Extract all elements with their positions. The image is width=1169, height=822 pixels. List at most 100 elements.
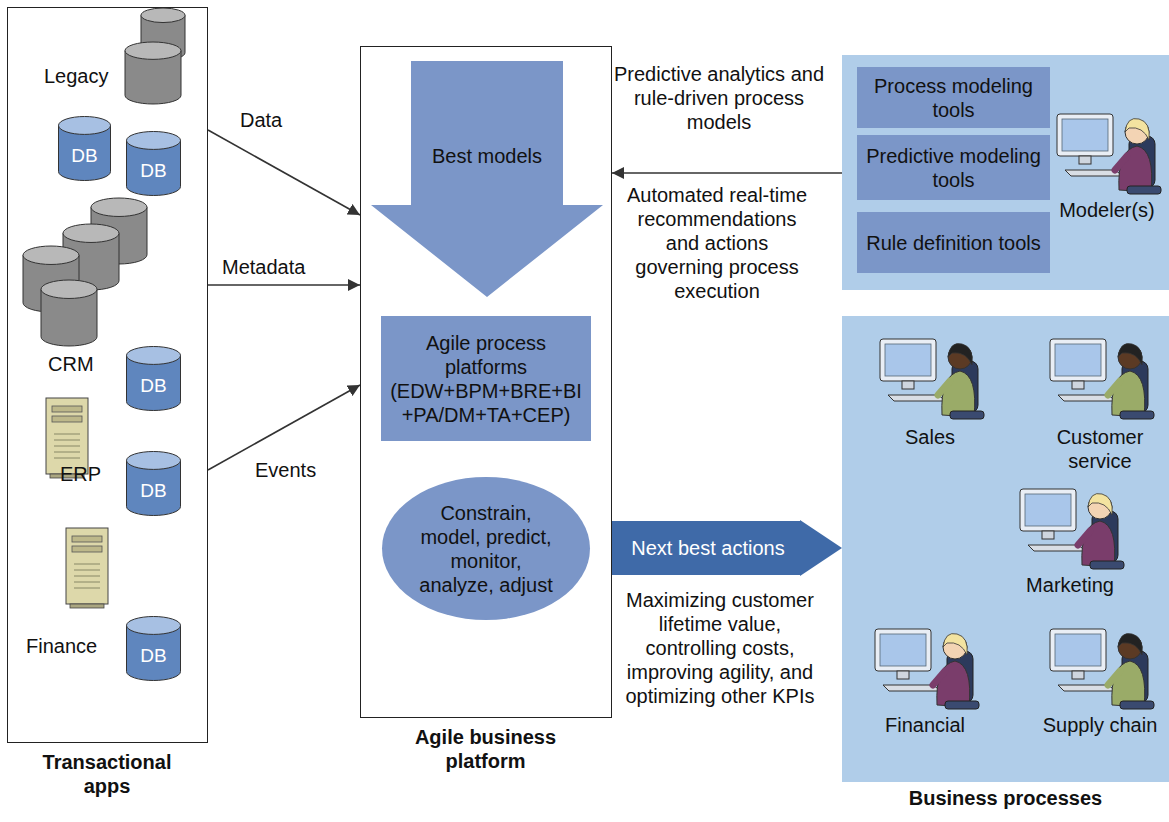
title-holder: Business processes (842, 786, 1169, 810)
torso (1112, 371, 1145, 417)
title-holder: Agile business platform (396, 725, 576, 773)
label-holder: DB (58, 136, 111, 178)
monitor (1057, 114, 1113, 156)
ellipse-label: Constrain, model, predict, monitor, anal… (411, 501, 561, 597)
chair-seat (945, 701, 979, 709)
label-holder: Metadata (222, 255, 305, 279)
hair (943, 634, 967, 655)
person-at-computer (880, 339, 984, 419)
database-label: DB (140, 645, 166, 668)
chair-seat (1120, 411, 1154, 419)
arrow-label: Best models (432, 144, 542, 168)
annotation-text: Sales (870, 425, 990, 449)
cylinder-top (127, 452, 181, 470)
node-shape (371, 61, 603, 297)
label-holder: DB (126, 636, 181, 678)
down-arrow-shape: Best models (371, 61, 603, 297)
cylinder-top (63, 224, 119, 242)
hair (1088, 494, 1112, 515)
annotation-text: Legacy (44, 64, 124, 88)
torso (937, 661, 970, 707)
server-vent (74, 582, 100, 583)
edge-label: Metadata (222, 255, 305, 279)
annotation-text: Maximizing customer lifetime value, cont… (622, 588, 818, 708)
server-vent (54, 434, 80, 435)
annotation-text: Finance (26, 634, 121, 658)
system-group-frame: Transactional appsDBDBDBDBDB (7, 7, 208, 743)
person-at-computer (1050, 339, 1154, 419)
title-holder: Modeler(s) (1047, 198, 1167, 222)
label-holder: Maximizing customer lifetime value, cont… (622, 588, 818, 708)
flow-arrow (208, 130, 360, 215)
monitor-screen (880, 634, 926, 666)
group-title: Business processes (842, 786, 1169, 810)
annotation-text: Financial (865, 713, 985, 737)
monitor-screen (885, 344, 931, 376)
monitor-stand (1079, 156, 1091, 164)
group-title: Agile business platform (396, 725, 576, 773)
role-label: Modeler(s) (1047, 198, 1167, 222)
database-cylinder: DB (126, 616, 181, 681)
person-at-computer (1020, 489, 1124, 569)
server-foot (70, 604, 104, 608)
database-cylinder: DB (126, 346, 181, 411)
cylinder-top (59, 117, 111, 135)
label-holder: Automated real-time recommendations and … (622, 183, 812, 303)
monitor-stand (1042, 531, 1054, 539)
cylinder-top (141, 8, 185, 23)
label-holder: DB (126, 151, 181, 193)
box-label: Process modeling tools (865, 74, 1042, 122)
person-at-computer (875, 629, 979, 709)
database-label: DB (140, 375, 166, 398)
label-holder: DB (126, 471, 181, 513)
chair-seat (1127, 186, 1161, 194)
action-arrow (612, 520, 842, 576)
label-holder: Best models (417, 111, 557, 201)
arrow-label: Next best actions (631, 536, 784, 560)
server-vent (54, 446, 80, 447)
arm (933, 671, 945, 685)
modeler-panel: Modeler(s) Process modeling toolsPredicti… (842, 55, 1169, 290)
cylinder-top (91, 198, 147, 216)
box-label: Predictive modeling tools (865, 144, 1042, 192)
server-bay (52, 406, 82, 412)
label-holder: Supply chain (1040, 713, 1160, 737)
hair (1125, 119, 1149, 140)
server-case (66, 528, 108, 604)
cylinder-top (127, 617, 181, 635)
annotation-text: CRM (48, 352, 118, 376)
cylinder-top (23, 246, 79, 264)
cylinder-top (127, 132, 181, 150)
monitor-stand (1072, 671, 1084, 679)
cylinder-top (125, 42, 181, 59)
monitor (1050, 339, 1106, 381)
label-holder: Predictive analytics and rule-driven pro… (610, 62, 828, 134)
chair-seat (950, 411, 984, 419)
server-bay (72, 546, 102, 552)
annotation-text: Supply chain (1040, 713, 1160, 737)
monitor-screen (1062, 119, 1108, 151)
monitor-screen (1055, 344, 1101, 376)
annotation-text: ERP (60, 462, 120, 486)
chair-seat (1120, 701, 1154, 709)
server-case (46, 398, 88, 474)
monitor (1050, 629, 1106, 671)
monitor-screen (1025, 494, 1071, 526)
person-at-computer (1050, 629, 1154, 709)
server-vent (74, 564, 100, 565)
torso (1119, 146, 1152, 192)
label-holder: DB (126, 366, 181, 408)
server-bay (52, 416, 82, 422)
arm (1115, 156, 1127, 170)
tool-box: Predictive modeling tools (857, 135, 1050, 200)
ellipse-shape (382, 477, 590, 620)
monitor (880, 339, 936, 381)
label-holder: Next best actions (616, 521, 800, 575)
edge-label: Data (240, 108, 282, 132)
annotation-text: Marketing (1010, 573, 1130, 597)
cylinder-top (41, 280, 97, 298)
hair (1118, 634, 1142, 655)
hair (948, 344, 972, 365)
box-label: Rule definition tools (866, 231, 1041, 255)
